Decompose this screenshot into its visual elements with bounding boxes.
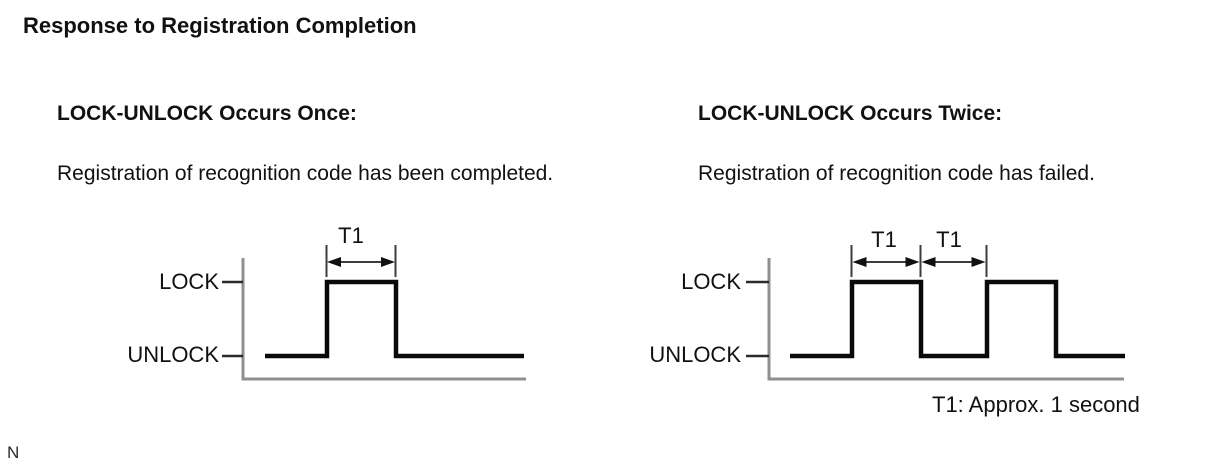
lock-label: LOCK <box>159 269 219 294</box>
axis-line <box>241 258 526 381</box>
panel-heading: LOCK-UNLOCK Occurs Twice: <box>698 102 1003 125</box>
t1-label: T1 <box>871 227 897 252</box>
waveform-line <box>265 279 524 359</box>
waveform-line <box>790 279 1125 359</box>
timing-diagram-twice <box>746 245 1125 381</box>
t1-label: T1 <box>338 223 364 248</box>
panel-description: Registration of recognition code has fai… <box>698 162 1095 185</box>
axis-line <box>767 258 1124 381</box>
t1-note: T1: Approx. 1 second <box>932 392 1140 417</box>
panel-description: Registration of recognition code has bee… <box>57 162 554 185</box>
t1-arrowhead-left <box>327 257 341 267</box>
t1-arrowhead-right <box>381 257 395 267</box>
unlock-label: UNLOCK <box>649 342 741 367</box>
t1-label: T1 <box>936 227 962 252</box>
page-footnote: N <box>7 443 20 462</box>
t1-arrowhead-right <box>905 257 920 267</box>
panel-heading: LOCK-UNLOCK Occurs Once: <box>57 102 357 125</box>
lock-label: LOCK <box>681 269 741 294</box>
t1-arrowhead-left <box>921 257 936 267</box>
timing-diagram-once <box>222 245 526 381</box>
t1-arrowhead-left <box>852 257 867 267</box>
t1-arrowhead-right <box>971 257 986 267</box>
unlock-label: UNLOCK <box>127 342 219 367</box>
page-title: Response to Registration Completion <box>23 13 417 38</box>
